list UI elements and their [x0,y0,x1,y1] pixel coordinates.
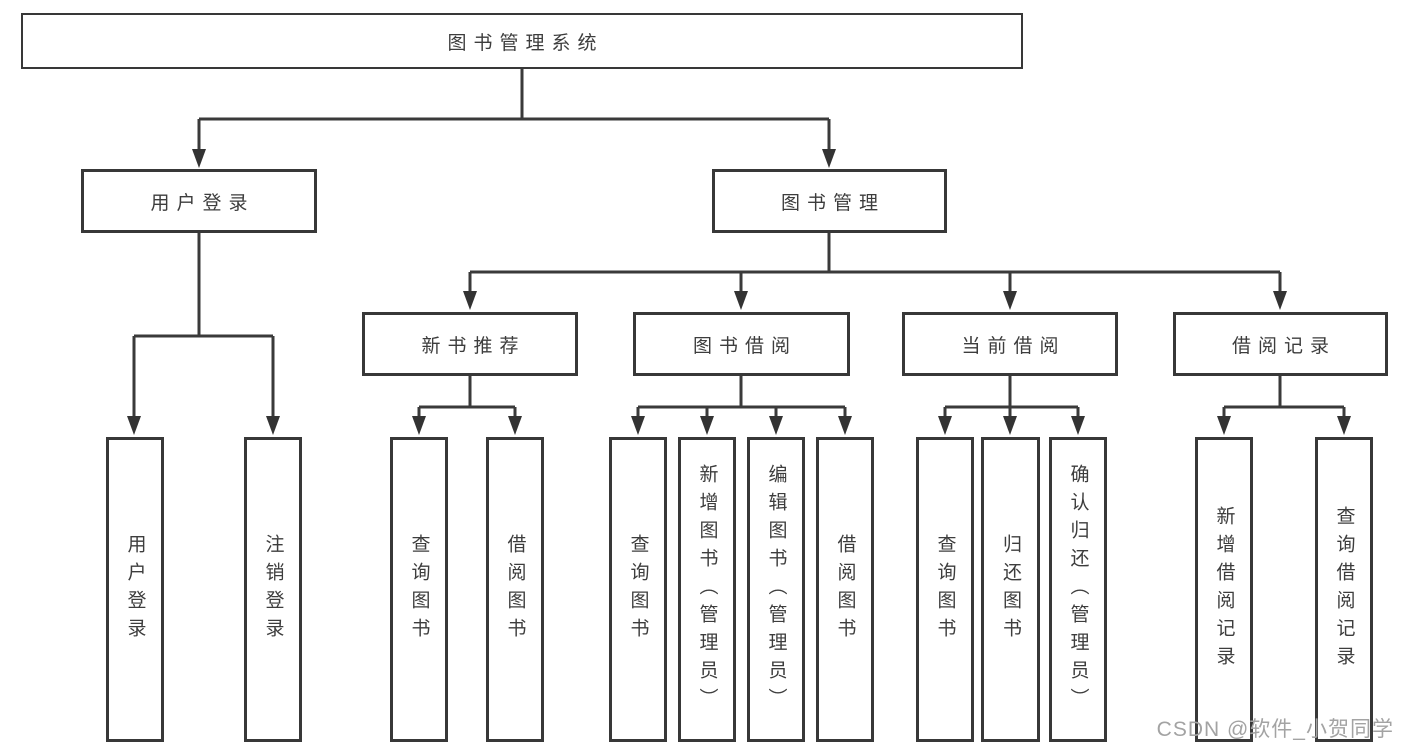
leaf-current-return-books: 归还图书 [981,437,1040,742]
arrowheads-level2 [192,149,836,168]
leaf-newbook-query-books: 查询图书 [390,437,448,742]
arrowheads-leaf-boxes [412,416,1351,435]
connector-borrow-records-to-leaves [1222,376,1346,417]
arrowheads-level3 [463,291,1287,310]
node-new-book-recommend: 新书推荐 [362,312,578,376]
arrowheads-user-login-leaves [127,416,280,435]
node-borrow-records: 借阅记录 [1173,312,1388,376]
connector-new-book-to-leaves [417,376,517,417]
connector-root-to-level2 [197,69,831,150]
leaf-logout: 注销登录 [244,437,302,742]
leaf-records-query-record: 查询借阅记录 [1315,437,1373,742]
leaf-newbook-borrow-books: 借阅图书 [486,437,544,742]
node-root: 图书管理系统 [21,13,1023,69]
node-current-borrow: 当前借阅 [902,312,1118,376]
leaf-records-add-record: 新增借阅记录 [1195,437,1253,742]
node-user-login: 用户登录 [81,169,317,233]
leaf-current-confirm-return-admin: 确认归还（管理员） [1049,437,1107,742]
leaf-borrow-borrow-books: 借阅图书 [816,437,874,742]
leaf-borrow-edit-books-admin: 编辑图书（管理员） [747,437,805,742]
node-book-borrow: 图书借阅 [633,312,850,376]
leaf-borrow-add-books-admin: 新增图书（管理员） [678,437,736,742]
connector-book-management-to-level3 [468,233,1282,291]
node-book-management: 图书管理 [712,169,947,233]
leaf-borrow-query-books: 查询图书 [609,437,667,742]
leaf-current-query-books: 查询图书 [916,437,974,742]
csdn-watermark: CSDN @软件_小贺同学 [1156,718,1394,741]
leaf-user-login: 用户登录 [106,437,164,742]
connector-current-borrow-to-leaves [943,376,1080,417]
connector-user-login-to-leaves [132,233,275,417]
connector-book-borrow-to-leaves [636,376,847,417]
